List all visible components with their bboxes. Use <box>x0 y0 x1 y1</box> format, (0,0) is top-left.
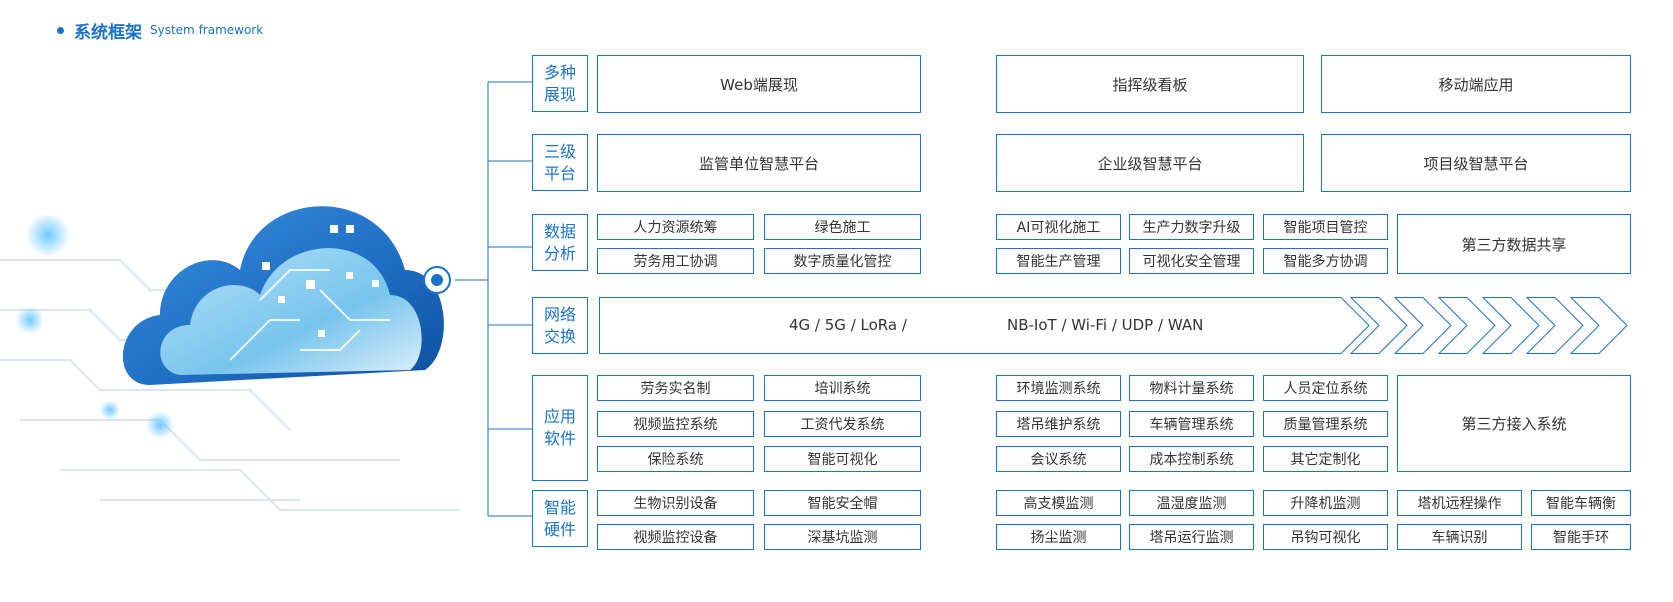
chevron-icon <box>1349 297 1408 354</box>
bullet-dot-icon <box>57 26 64 34</box>
hardware-item: 智能手环 <box>1531 524 1631 550</box>
chevron-icon <box>1569 297 1628 354</box>
hardware-item: 生物识别设备 <box>597 490 754 516</box>
software-item: 车辆管理系统 <box>1129 411 1254 437</box>
cloud-icon <box>0 206 460 511</box>
software-item: 塔吊维护系统 <box>996 411 1121 437</box>
software-item: 视频监控系统 <box>597 411 754 437</box>
analysis-item: 人力资源统筹 <box>597 214 754 240</box>
network-protocols-right: NB-IoT / Wi-Fi / UDP / WAN <box>1007 316 1204 334</box>
section-subtitle: System framework <box>150 23 264 37</box>
analysis-item: 劳务用工协调 <box>597 248 754 274</box>
analysis-item: AI可视化施工 <box>996 214 1121 240</box>
software-item: 成本控制系统 <box>1129 446 1254 472</box>
software-item: 质量管理系统 <box>1263 411 1388 437</box>
hardware-item: 升降机监测 <box>1263 490 1388 516</box>
hardware-item: 智能车辆衡 <box>1531 490 1631 516</box>
software-item: 培训系统 <box>764 375 921 401</box>
box-mobile-app: 移动端应用 <box>1321 55 1631 113</box>
chevron-icon <box>1481 297 1540 354</box>
hardware-item: 智能安全帽 <box>764 490 921 516</box>
analysis-item: 数字质量化管控 <box>764 248 921 274</box>
hardware-item: 温湿度监测 <box>1129 490 1254 516</box>
software-item: 环境监测系统 <box>996 375 1121 401</box>
box-project-platform: 项目级智慧平台 <box>1321 134 1631 192</box>
analysis-item: 智能生产管理 <box>996 248 1121 274</box>
hardware-item: 车辆识别 <box>1397 524 1522 550</box>
box-third-party-access: 第三方接入系统 <box>1397 375 1631 472</box>
software-item: 劳务实名制 <box>597 375 754 401</box>
network-protocols-left: 4G / 5G / LoRa / <box>789 316 907 334</box>
row-label-platform: 三级 平台 <box>532 134 588 191</box>
box-web-display: Web端展现 <box>597 55 921 113</box>
network-arrow-band: 4G / 5G / LoRa / NB-IoT / Wi-Fi / UDP / … <box>599 297 1631 354</box>
row-label-hardware: 智能 硬件 <box>532 490 588 547</box>
hardware-item: 深基坑监测 <box>764 524 921 550</box>
software-item: 其它定制化 <box>1263 446 1388 472</box>
analysis-item: 智能多方协调 <box>1263 248 1388 274</box>
box-command-board: 指挥级看板 <box>996 55 1304 113</box>
cloud-illustration <box>0 120 480 540</box>
chevron-icon <box>1525 297 1584 354</box>
hardware-item: 塔吊运行监测 <box>1129 524 1254 550</box>
software-item: 工资代发系统 <box>764 411 921 437</box>
box-regulator-platform: 监管单位智慧平台 <box>597 134 921 192</box>
software-item: 人员定位系统 <box>1263 375 1388 401</box>
software-item: 会议系统 <box>996 446 1121 472</box>
box-third-party-data: 第三方数据共享 <box>1397 214 1631 274</box>
analysis-item: 绿色施工 <box>764 214 921 240</box>
row-label-analysis: 数据 分析 <box>532 214 588 271</box>
section-header: 系统框架 System framework <box>57 18 264 43</box>
analysis-item: 可视化安全管理 <box>1129 248 1254 274</box>
section-title: 系统框架 <box>74 22 142 43</box>
software-item: 保险系统 <box>597 446 754 472</box>
software-item: 物料计量系统 <box>1129 375 1254 401</box>
analysis-item: 智能项目管控 <box>1263 214 1388 240</box>
chevron-icon <box>1437 297 1496 354</box>
row-label-network: 网络 交换 <box>532 297 588 354</box>
row-label-display: 多种 展现 <box>532 55 588 112</box>
hardware-item: 扬尘监测 <box>996 524 1121 550</box>
analysis-item: 生产力数字升级 <box>1129 214 1254 240</box>
chevron-icon <box>1393 297 1452 354</box>
box-enterprise-platform: 企业级智慧平台 <box>996 134 1304 192</box>
row-label-software: 应用 软件 <box>532 375 588 481</box>
hardware-item: 塔机远程操作 <box>1397 490 1522 516</box>
hardware-item: 吊钩可视化 <box>1263 524 1388 550</box>
software-item: 智能可视化 <box>764 446 921 472</box>
hardware-item: 高支模监测 <box>996 490 1121 516</box>
hardware-item: 视频监控设备 <box>597 524 754 550</box>
